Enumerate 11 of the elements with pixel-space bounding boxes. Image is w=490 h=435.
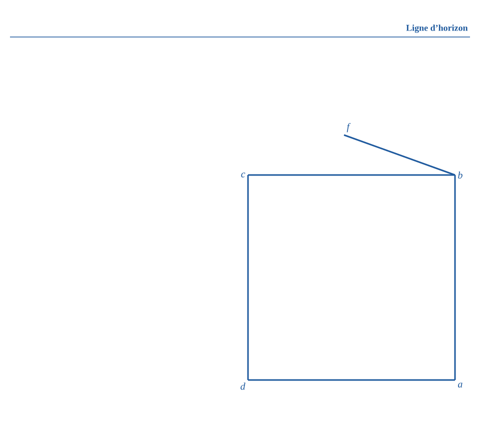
line-segment xyxy=(344,134,456,176)
vertex-label: f xyxy=(346,123,351,132)
horizon-label: Ligne d’horizon xyxy=(406,24,468,33)
vertex-label: b xyxy=(458,171,462,178)
vertex-label: a xyxy=(458,382,462,388)
line-segment xyxy=(454,175,456,380)
vertex-label: d xyxy=(240,382,246,390)
vertex-label: c xyxy=(241,172,246,178)
line-segment xyxy=(248,379,455,381)
line-segment xyxy=(247,175,249,380)
line-segment xyxy=(248,174,455,176)
